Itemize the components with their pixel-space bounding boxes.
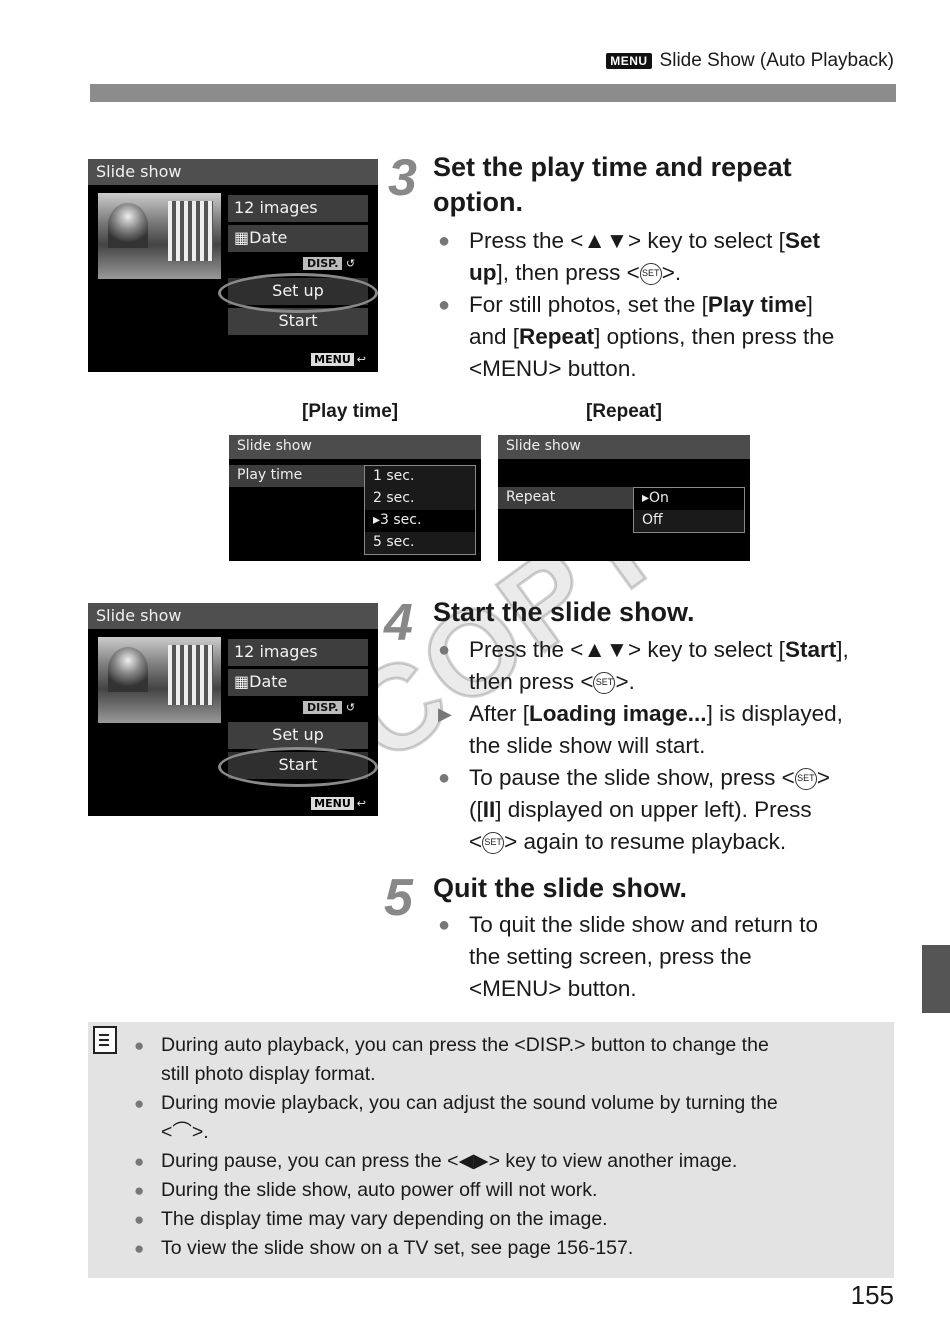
menu-return-indicator: MENU↩ xyxy=(311,797,366,810)
play-time-row: Play time xyxy=(229,465,364,487)
lcd-title: Slide show xyxy=(88,603,378,629)
rotate-icon: ↺ xyxy=(345,701,356,714)
left-right-keys-icon: ◀▶ xyxy=(458,1150,489,1172)
bullet-icon: ● xyxy=(438,639,451,661)
thumbnail-image xyxy=(98,637,221,723)
date-icon: ▦ xyxy=(234,672,250,691)
list-item-selected: ▸3 sec. xyxy=(365,510,475,532)
list-item: 5 sec. xyxy=(373,534,415,550)
lcd-option-images: 12 images xyxy=(228,195,368,222)
step-number: 5 xyxy=(384,869,413,927)
list-item: 2 sec. xyxy=(373,490,415,506)
date-icon: ▦ xyxy=(234,228,250,247)
play-time-list: 1 sec. 2 sec. ▸3 sec. 5 sec. xyxy=(364,465,476,555)
lcd-screen-start: Slide show 12 images ▦Date DISP. ↺ Set u… xyxy=(88,603,378,816)
lcd-option-date: ▦Date xyxy=(228,669,368,696)
step-number: 4 xyxy=(384,594,413,652)
return-icon: ↩ xyxy=(356,353,366,366)
list-item: Off xyxy=(642,512,663,528)
header-bar xyxy=(90,84,896,102)
list-item: ●The display time may vary depending on … xyxy=(134,1205,874,1234)
up-down-keys-icon: ▲▼ xyxy=(583,228,628,253)
lcd-screen-play-time: Slide show Play time 1 sec. 2 sec. ▸3 se… xyxy=(229,435,481,561)
thumbnail-image xyxy=(98,193,221,279)
disp-indicator: DISP. ↺ xyxy=(303,257,355,270)
bullet-icon: ● xyxy=(134,1094,145,1113)
rotate-icon: ↺ xyxy=(345,257,356,270)
lcd-option-setup: Set up xyxy=(228,722,368,749)
bullet-icon: ● xyxy=(438,294,451,316)
page-header: MENU Slide Show (Auto Playback) xyxy=(606,50,894,72)
notes-list: ●During auto playback, you can press the… xyxy=(134,1031,874,1263)
bullet-icon: ● xyxy=(438,914,451,936)
bullet-icon: ● xyxy=(134,1036,145,1055)
list-item: ● Press the <▲▼> key to select [Start],t… xyxy=(438,634,898,698)
step-number: 3 xyxy=(388,149,417,207)
list-item: ●During auto playback, you can press the… xyxy=(134,1031,874,1089)
repeat-list: ▸On Off xyxy=(633,487,745,533)
set-button-icon: SET xyxy=(794,768,817,791)
list-item-selected: ▸On xyxy=(634,488,744,510)
highlight-ring xyxy=(218,273,378,313)
step-title: Start the slide show. xyxy=(433,597,695,627)
caption-repeat: [Repeat] xyxy=(586,401,663,422)
repeat-row: Repeat xyxy=(498,487,633,509)
menu-tab-icon: MENU xyxy=(606,53,652,69)
bullet-icon: ● xyxy=(438,767,451,789)
set-button-icon: SET xyxy=(639,263,662,286)
up-down-keys-icon: ▲▼ xyxy=(583,637,628,662)
notes-box: ●During auto playback, you can press the… xyxy=(88,1022,894,1278)
set-button-icon: SET xyxy=(593,672,616,695)
pause-icon: II xyxy=(482,797,496,822)
lcd-title: Slide show xyxy=(498,435,750,459)
lcd-screen-repeat: Slide show Repeat ▸On Off xyxy=(498,435,750,561)
lcd-option-images: 12 images xyxy=(228,639,368,666)
caption-play-time: [Play time] xyxy=(302,401,399,422)
highlight-ring xyxy=(218,747,378,787)
selection-marker-icon: ▸ xyxy=(642,490,650,506)
step4-bullets: ● Press the <▲▼> key to select [Start],t… xyxy=(438,634,898,858)
note-icon xyxy=(93,1026,117,1054)
lcd-screen-setup: Slide show 12 images ▦Date DISP. ↺ Set u… xyxy=(88,159,378,372)
chapter-tab xyxy=(922,945,950,1013)
lcd-title: Slide show xyxy=(229,435,481,459)
menu-return-indicator: MENU↩ xyxy=(311,353,366,366)
step-title: Quit the slide show. xyxy=(433,873,688,903)
set-button-icon: SET xyxy=(482,832,505,855)
lcd-title: Slide show xyxy=(88,159,378,185)
bullet-icon: ● xyxy=(134,1239,145,1258)
disp-indicator: DISP. ↺ xyxy=(303,701,355,714)
list-item: ●To view the slide show on a TV set, see… xyxy=(134,1234,874,1263)
list-item: ● For still photos, set the [Play time]a… xyxy=(438,289,898,385)
list-item: ●During the slide show, auto power off w… xyxy=(134,1176,874,1205)
list-item: ●During movie playback, you can adjust t… xyxy=(134,1089,874,1147)
header-title: Slide Show (Auto Playback) xyxy=(659,50,894,71)
list-item: ▶ After [Loading image...] is displayed,… xyxy=(438,698,898,762)
list-item: 1 sec. xyxy=(373,468,415,484)
bullet-icon: ● xyxy=(134,1181,145,1200)
page-number: 155 xyxy=(850,1280,894,1310)
bullet-icon: ● xyxy=(134,1210,145,1229)
bullet-icon: ● xyxy=(134,1152,145,1171)
main-dial-icon: ⌒ xyxy=(172,1121,192,1143)
return-icon: ↩ xyxy=(356,797,366,810)
list-item: ● To pause the slide show, press <SET>([… xyxy=(438,762,898,858)
selection-marker-icon: ▸ xyxy=(373,512,381,528)
result-arrow-icon: ▶ xyxy=(438,704,452,724)
lcd-option-date: ▦Date xyxy=(228,225,368,252)
list-item: ●During pause, you can press the <◀▶> ke… xyxy=(134,1147,874,1176)
step-title: Set the play time and repeat option. xyxy=(433,152,792,217)
bullet-icon: ● xyxy=(438,230,451,252)
